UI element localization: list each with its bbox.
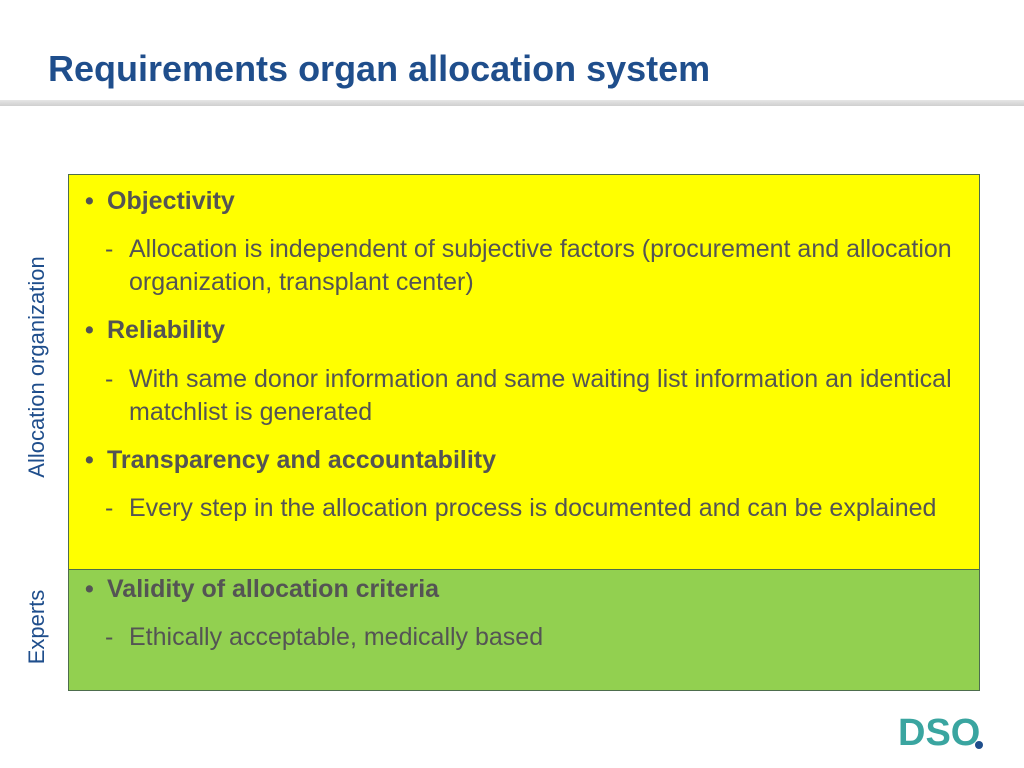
sub-reliability: - With same donor information and same w… bbox=[105, 365, 952, 426]
side-label-allocation-organization: Allocation organization bbox=[24, 256, 49, 478]
sub-transparency: - Every step in the allocation process i… bbox=[105, 494, 937, 522]
side-label-experts: Experts bbox=[24, 589, 49, 665]
sub-objectivity: - Allocation is independent of subjectiv… bbox=[105, 235, 952, 296]
dso-logo-icon: DSO bbox=[898, 712, 983, 752]
sub-validity: - Ethically acceptable, medically based bbox=[105, 623, 544, 651]
bullet-transparency: • Transparency and accountability bbox=[85, 446, 497, 474]
title-divider bbox=[0, 100, 1024, 106]
logo-dot bbox=[975, 741, 983, 749]
bullet-reliability: • Reliability bbox=[85, 316, 226, 344]
bullet-objectivity: • Objectivity bbox=[85, 187, 235, 215]
experts-box: • Validity of allocation criteria - Ethi… bbox=[68, 569, 980, 691]
allocation-organization-box: • Objectivity - Allocation is independen… bbox=[68, 174, 980, 570]
bullet-validity: • Validity of allocation criteria bbox=[85, 575, 440, 603]
dso-logo-text: DSO bbox=[898, 712, 980, 752]
slide-title: Requirements organ allocation system bbox=[48, 48, 711, 89]
